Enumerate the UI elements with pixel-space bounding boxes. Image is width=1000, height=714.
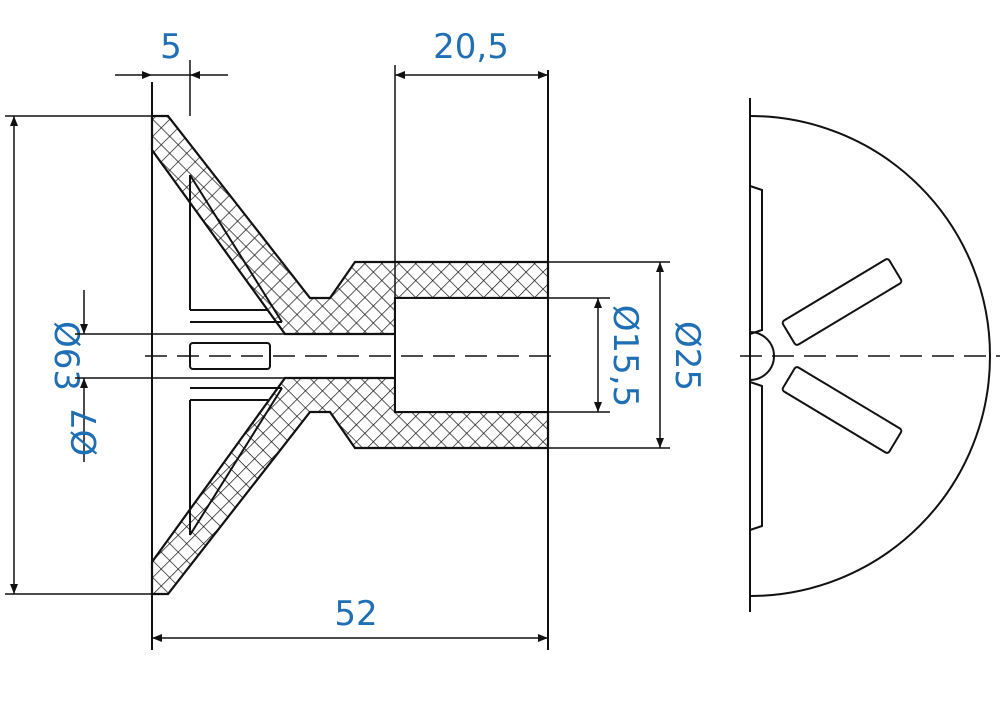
dim-total-length: 52 [334,594,377,634]
dimensions: 5 20,5 Ø63 Ø7 Ø15,5 Ø25 52 [5,27,707,642]
half-disc-outline [749,115,991,597]
rib-line [189,387,283,536]
bore-cavity [394,297,549,413]
side-slot [749,381,763,531]
dim-bore-diameter: Ø15,5 [605,305,645,407]
dim-hub-diameter: Ø25 [667,321,707,391]
dim-bore-depth: 20,5 [433,27,509,67]
side-view [740,98,1000,612]
angled-slot-upper [781,258,903,346]
angled-slot-lower [781,366,903,454]
dim-outer-diameter: Ø63 [46,321,86,391]
rib-line [189,174,283,323]
dim-hole-diameter: Ø7 [65,408,105,456]
side-slot [749,185,763,335]
dim-flange-thickness: 5 [160,27,182,67]
section-view [145,70,560,650]
